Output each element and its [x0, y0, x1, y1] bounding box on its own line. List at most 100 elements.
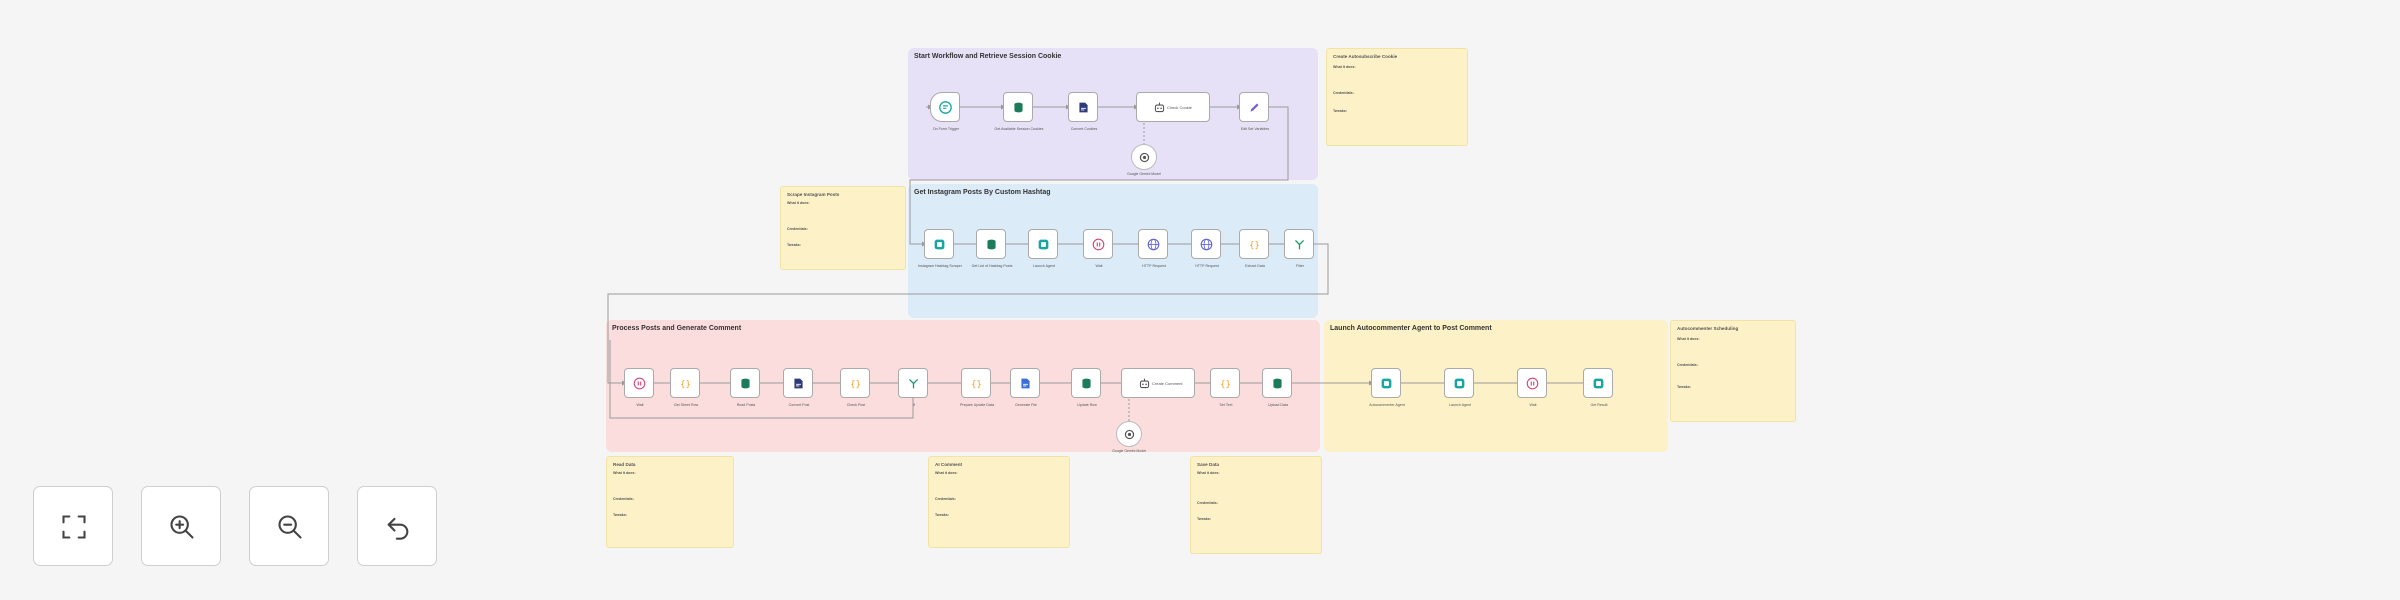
- autocommenter-node[interactable]: Autocommenter Agent: [1369, 368, 1405, 407]
- form-trigger-node[interactable]: On Form Trigger: [930, 92, 960, 131]
- node-label: Launch Agent: [1033, 264, 1055, 268]
- code-braces-icon: {}: [850, 379, 861, 389]
- sticky-note-ai-comment[interactable]: AI Comment What it does: Credentials: Tw…: [928, 456, 1070, 548]
- code-braces-icon: {}: [1220, 379, 1231, 389]
- note-section: Tweaks:: [1333, 109, 1347, 113]
- set-text-node[interactable]: {} Set Text: [1210, 368, 1240, 407]
- check-cookie-agent-node[interactable]: Check Cookie: [1136, 92, 1210, 122]
- hashtag-scraper-node[interactable]: Instagram Hashtag Scraper: [918, 229, 962, 268]
- note-section: Credentials:: [1677, 363, 1698, 367]
- sticky-note-scrape[interactable]: Scrape Instagram Posts What it does: Cre…: [780, 186, 906, 270]
- note-section: Tweaks:: [613, 513, 627, 517]
- code-braces-icon: {}: [680, 379, 691, 389]
- zoom-in-button[interactable]: [141, 486, 221, 566]
- wait-node[interactable]: Wait: [1083, 229, 1113, 268]
- connector: [607, 243, 1329, 384]
- node-label: Get Result: [1590, 403, 1608, 407]
- node-label: Edit Set Variables: [1240, 127, 1270, 131]
- connector: [609, 340, 914, 419]
- note-section: What it does:: [1197, 471, 1220, 475]
- note-section: What it does:: [1333, 65, 1356, 69]
- note-title: Read Data: [613, 462, 636, 467]
- code-braces-icon: {}: [1249, 240, 1260, 250]
- note-title: Scrape Instagram Posts: [787, 192, 840, 197]
- generate-file-node[interactable]: Generate File: [1010, 368, 1040, 407]
- get-result-node[interactable]: Get Result: [1583, 368, 1613, 407]
- fit-view-button[interactable]: [33, 486, 113, 566]
- get-sheet-row-node[interactable]: {} Get Sheet Row: [670, 368, 700, 407]
- note-section: What it does:: [1677, 337, 1700, 341]
- svg-text:{}: {}: [850, 379, 861, 389]
- gemini-model-node[interactable]: [1131, 144, 1157, 170]
- wait-node[interactable]: Wait: [1517, 368, 1547, 407]
- wait-node[interactable]: Wait: [624, 368, 654, 407]
- globe-icon: [1147, 238, 1159, 250]
- node-label: Launch Agent: [1449, 403, 1471, 407]
- convert-cookies-node[interactable]: Convert Cookies: [1068, 92, 1098, 131]
- extract-data-node[interactable]: {} Extract Data: [1239, 229, 1269, 268]
- filter-node[interactable]: Filter: [1284, 229, 1314, 268]
- launch-agent-node[interactable]: Launch Agent: [1028, 229, 1058, 268]
- note-section: Credentials:: [1333, 91, 1354, 95]
- file-convert-icon: [793, 378, 803, 388]
- set-variables-node[interactable]: Edit Set Variables: [1239, 92, 1269, 131]
- globe-icon: [1200, 238, 1212, 250]
- note-section: What it does:: [935, 471, 958, 475]
- group-title: Get Instagram Posts By Custom Hashtag: [914, 189, 1051, 196]
- note-section: Credentials:: [613, 497, 634, 501]
- update-row-node[interactable]: Update Row: [1071, 368, 1101, 407]
- sticky-note-read-data[interactable]: Read Data What it does: Credentials: Twe…: [606, 456, 734, 548]
- node-label: Prepare Update Data: [960, 403, 994, 407]
- create-comment-agent-node[interactable]: Create Comment: [1121, 368, 1195, 398]
- undo-button[interactable]: [357, 486, 437, 566]
- robot-icon: [1139, 378, 1150, 388]
- phantom-icon: [1454, 378, 1464, 388]
- sticky-note-scheduling[interactable]: Autocommenter Scheduling What it does: C…: [1670, 320, 1796, 422]
- node-label: Filter: [1296, 264, 1304, 268]
- phantom-icon: [1038, 239, 1048, 249]
- launch-agent-node[interactable]: Launch Agent: [1444, 368, 1474, 407]
- get-cookies-node[interactable]: Get Available Session Cookies: [995, 92, 1043, 131]
- code-braces-icon: {}: [971, 379, 982, 389]
- gemini-model-node[interactable]: [1116, 421, 1142, 447]
- pause-icon: [633, 377, 645, 389]
- http-request-node[interactable]: HTTP Request: [1138, 229, 1168, 268]
- check-post-node[interactable]: {} Check Post: [840, 368, 870, 407]
- if-node[interactable]: If: [898, 368, 928, 407]
- convert-post-node[interactable]: Convert Post: [783, 368, 813, 407]
- prepare-update-node[interactable]: {} Prepare Update Data: [960, 368, 994, 407]
- branch-icon: [908, 378, 918, 388]
- svg-text:{}: {}: [971, 379, 982, 389]
- zoom-in-icon: [170, 515, 194, 539]
- fit-view-icon: [62, 515, 86, 539]
- node-label: Wait: [636, 403, 644, 407]
- zoom-out-button[interactable]: [249, 486, 329, 566]
- svg-text:{}: {}: [1220, 379, 1231, 389]
- robot-icon: [1154, 102, 1165, 112]
- sticky-note-cookie[interactable]: Create Autosubscribe Cookie What it does…: [1326, 48, 1468, 146]
- database-icon: [1272, 378, 1282, 388]
- pause-icon: [1526, 377, 1538, 389]
- node-label: HTTP Request: [1195, 264, 1219, 268]
- hashtag-posts-node[interactable]: Get List of Hashtag Posts: [972, 229, 1012, 268]
- zoom-out-icon: [278, 515, 302, 539]
- node-label: On Form Trigger: [932, 127, 960, 131]
- model-label: Google Gemini Model: [1127, 172, 1161, 176]
- read-posts-node[interactable]: Read Posts: [730, 368, 760, 407]
- file-icon: [1020, 378, 1030, 388]
- upload-data-node[interactable]: Upload Data: [1262, 368, 1292, 407]
- svg-text:{}: {}: [680, 379, 691, 389]
- note-section: What it does:: [613, 471, 636, 475]
- note-section: What it does:: [787, 201, 810, 205]
- node-label: Check Post: [846, 403, 866, 407]
- http-request-node[interactable]: HTTP Request: [1191, 229, 1221, 268]
- database-icon: [986, 239, 996, 249]
- note-title: AI Comment: [935, 462, 963, 467]
- ai-model-icon: [1139, 152, 1150, 163]
- group-title: Launch Autocommenter Agent to Post Comme…: [1330, 325, 1492, 332]
- node-label: Get Sheet Row: [673, 403, 699, 407]
- group-title: Process Posts and Generate Comment: [612, 325, 742, 332]
- sticky-note-save-data[interactable]: Save Data What it does: Credentials: Twe…: [1190, 456, 1322, 554]
